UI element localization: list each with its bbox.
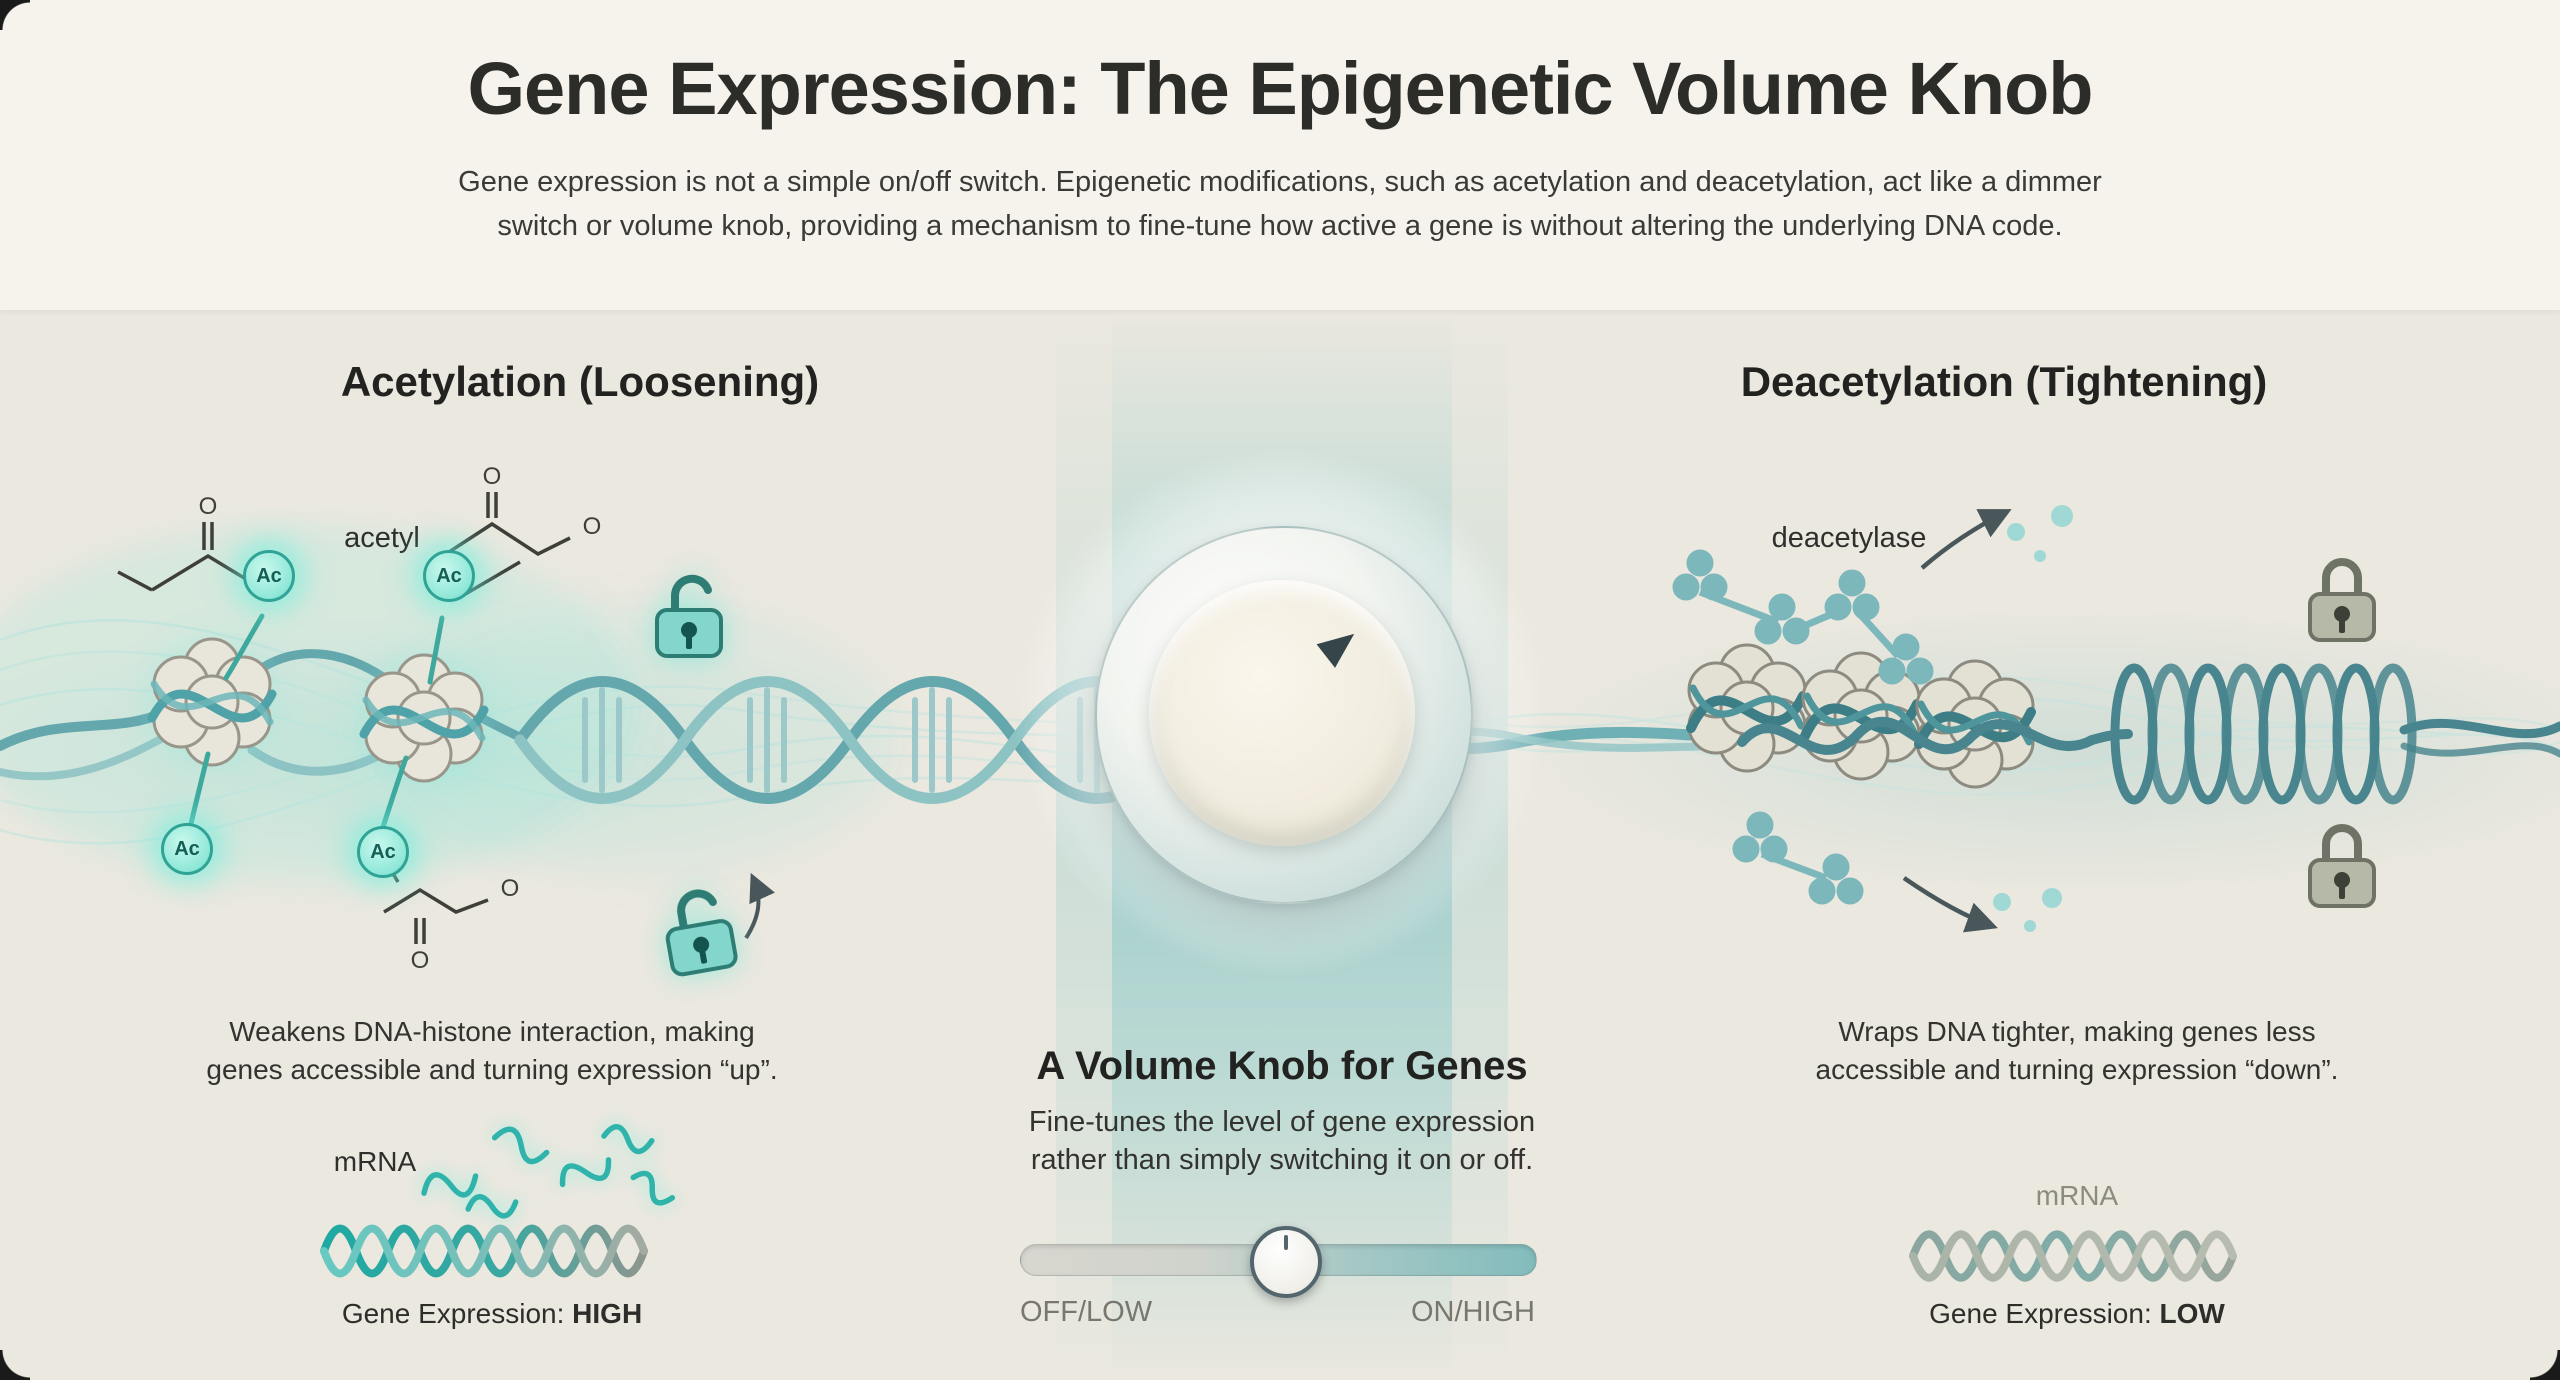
oxygen-atom-label: O (411, 947, 430, 974)
acetylation-glow (0, 525, 900, 885)
molecule-blob (1732, 811, 1788, 863)
molecule-blob (1824, 569, 1880, 621)
expression-slider[interactable] (1020, 1226, 1537, 1298)
expression-value-low: LOW (2159, 1298, 2225, 1329)
volume-knob-description-line-1: Fine-tunes the level of gene expression (1028, 1106, 1536, 1138)
slider-thumb-notch (1284, 1235, 1288, 1250)
deacetylation-description-line-2: accessible and turning expression “down”… (1815, 1054, 2339, 1085)
released-acetyl-dots (1993, 505, 2073, 932)
expression-value-high: HIGH (572, 1298, 643, 1329)
ac-badge: Ac (423, 550, 475, 602)
corner-artifact (0, 1350, 30, 1380)
deacetylase-molecules (1672, 505, 2073, 932)
expression-slider-thumb[interactable] (1250, 1226, 1322, 1298)
volume-knob-description-line-2: rather than simply switching it on or of… (1030, 1144, 1534, 1176)
dna-strand-left-entry (0, 649, 527, 781)
arrow-small-left (744, 872, 775, 940)
mrna-squiggles-icon (421, 1124, 676, 1219)
ac-badge: Ac (357, 826, 409, 878)
molecule-blob (1754, 593, 1810, 645)
acetylation-description-line-2: genes accessible and turning expression … (206, 1054, 778, 1085)
subtitle-line-1: Gene expression is not a simple on/off s… (458, 166, 2102, 198)
volume-knob-heading: A Volume Knob for Genes (1036, 1044, 1528, 1088)
reaction-arrows (744, 509, 2012, 940)
histone-cluster-left-1 (147, 637, 277, 767)
dna-supercoil (2110, 663, 2560, 805)
oxygen-atom-label: O (501, 875, 520, 902)
dna-illustration: O O O O O (0, 463, 2560, 974)
closed-lock-icon (2296, 544, 2388, 648)
oxygen-atom-label: O (483, 463, 502, 490)
oxygen-atom-label: O (199, 493, 218, 520)
molecule-blob (1672, 549, 1728, 601)
corner-artifact (0, 0, 30, 30)
acetyl-label: acetyl (344, 522, 420, 554)
oxygen-atom-label: O (583, 513, 602, 540)
deacetylation-description-line-1: Wraps DNA tighter, making genes less (1838, 1016, 2316, 1047)
deacetylation-heading: Deacetylation (Tightening) (1740, 358, 2268, 405)
slider-label-on-high: ON/HIGH (1410, 1296, 1535, 1328)
ac-badge: Ac (243, 550, 295, 602)
closed-lock-icon (2296, 810, 2388, 914)
histone-cluster-left-2 (359, 653, 489, 783)
acetyl-structure-top-right: O O (445, 463, 602, 598)
open-lock-icon (644, 868, 753, 986)
gene-expression-low: Gene Expression: LOW (1677, 1298, 2477, 1330)
ac-connectors (187, 613, 445, 833)
dna-strip-high-expression (320, 1224, 648, 1278)
open-lock-icon (643, 560, 735, 664)
volume-knob-face[interactable] (1149, 580, 1415, 846)
arrow-down-right (1902, 876, 1998, 933)
corner-artifact (2530, 1350, 2560, 1380)
mrna-label-right: mRNA (2035, 1180, 2119, 1211)
expression-label: Gene Expression: (1929, 1298, 2152, 1329)
gene-expression-high: Gene Expression: HIGH (92, 1298, 892, 1330)
dna-strip-low-expression (1909, 1230, 2237, 1282)
molecule-blob (1808, 853, 1864, 905)
page-title: Gene Expression: The Epigenetic Volume K… (467, 47, 2093, 130)
subtitle-line-2: switch or volume knob, providing a mecha… (497, 210, 2063, 242)
mrna-label-left: mRNA (333, 1146, 417, 1177)
acetyl-structure-bottom: O O (383, 861, 520, 974)
acetylation-description-line-1: Weakens DNA-histone interaction, making (229, 1016, 755, 1047)
molecule-blob (1878, 633, 1934, 685)
histone-cluster-right-1 (1686, 643, 1808, 773)
expression-label: Gene Expression: (341, 1298, 565, 1329)
header-band (0, 0, 2560, 310)
acetylation-heading: Acetylation (Loosening) (340, 358, 820, 405)
arrow-up-right (1920, 509, 2012, 570)
ac-badge: Ac (161, 823, 213, 875)
slider-label-off-low: OFF/LOW (1020, 1296, 1153, 1328)
deacetylase-label: deacetylase (1771, 522, 1927, 554)
